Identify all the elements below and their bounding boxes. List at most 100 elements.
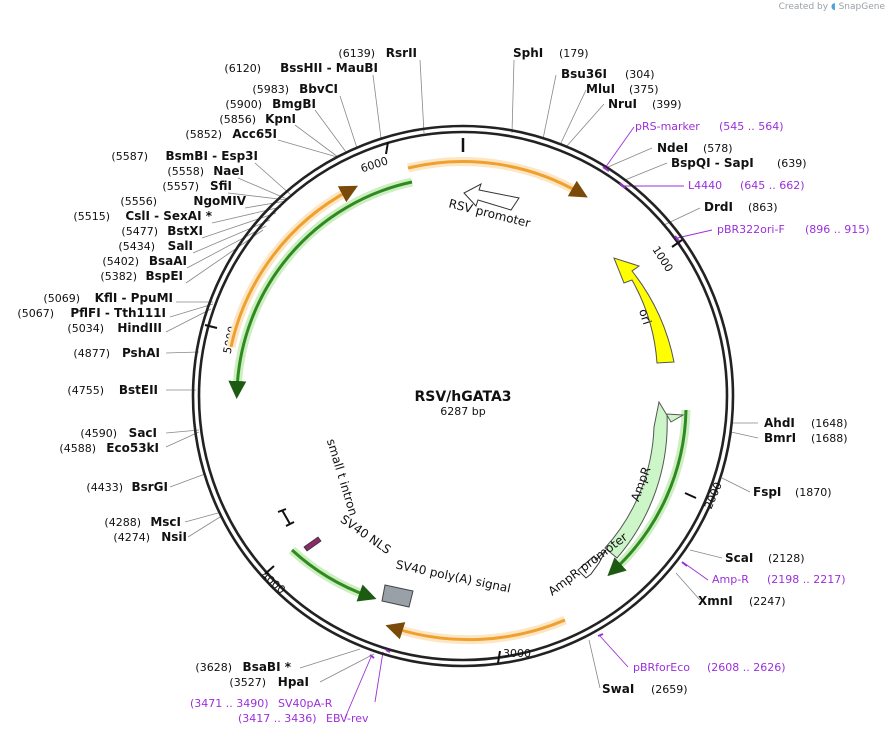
enzyme-label[interactable]: SacI	[129, 426, 157, 440]
primer-labels: pRS-marker (545 .. 564) L4440 (645 .. 66…	[190, 120, 870, 725]
enzyme-position: (5067)	[17, 307, 54, 320]
enzyme-position: (5515)	[73, 210, 110, 223]
enzyme-label[interactable]: PshAI	[122, 346, 160, 360]
enzyme-position: (4433)	[86, 481, 123, 494]
primer-marks	[369, 166, 688, 659]
enzyme-label[interactable]: ScaI	[725, 551, 753, 565]
enzyme-position: (5587)	[111, 150, 148, 163]
enzyme-label[interactable]: NruI	[608, 97, 637, 111]
enzyme-position: (304)	[625, 68, 655, 81]
green-arcs	[228, 177, 691, 602]
primer-label[interactable]: EBV-rev	[326, 712, 369, 725]
sv40-polya-feature	[381, 584, 414, 608]
enzyme-label[interactable]: DrdI	[704, 200, 733, 214]
enzyme-label[interactable]: KflI - PpuMI	[95, 291, 173, 305]
enzyme-position: (399)	[652, 98, 682, 111]
enzyme-label[interactable]: HindIII	[117, 321, 162, 335]
enzyme-label[interactable]: NaeI	[213, 164, 244, 178]
enzyme-position: (5477)	[121, 225, 158, 238]
enzyme-position: (4877)	[73, 347, 110, 360]
enzyme-label[interactable]: BstXI	[167, 224, 203, 238]
enzyme-position: (639)	[777, 157, 807, 170]
enzyme-label[interactable]: PflFI - Tth111I	[70, 306, 166, 320]
enzyme-position: (4755)	[67, 384, 104, 397]
enzyme-position: (4274)	[113, 531, 150, 544]
enzyme-position: (179)	[559, 47, 589, 60]
enzyme-label[interactable]: XmnI	[698, 594, 733, 608]
enzyme-position: (375)	[629, 83, 659, 96]
enzyme-label[interactable]: RsrII	[386, 46, 417, 60]
enzyme-label[interactable]: AhdI	[764, 416, 795, 430]
left-enzyme-labels: (6139) RsrII (6120) BssHII - MauBI (5983…	[17, 46, 417, 689]
primer-label[interactable]: pBR322ori-F	[717, 223, 785, 236]
enzyme-label[interactable]: CslI - SexAI *	[125, 209, 212, 223]
primer-label[interactable]: pBRforEco	[633, 661, 690, 674]
tick-2000: 2000	[702, 480, 725, 511]
enzyme-label[interactable]: NgoMIV	[193, 194, 246, 208]
enzyme-position: (5852)	[185, 128, 222, 141]
tick-3000: 3000	[503, 647, 531, 660]
enzyme-position: (5856)	[219, 113, 256, 126]
enzyme-label[interactable]: Acc65I	[232, 127, 277, 141]
enzyme-label[interactable]: Eco53kI	[106, 441, 159, 455]
enzyme-position: (3527)	[229, 676, 266, 689]
enzyme-position: (5382)	[100, 270, 137, 283]
enzyme-label[interactable]: BssHII - MauBI	[280, 61, 378, 75]
orange-arc-bottom	[385, 618, 566, 642]
orange-arc-left	[229, 185, 358, 348]
enzyme-label[interactable]: Bsu36I	[561, 67, 607, 81]
enzyme-label[interactable]: BmrI	[764, 431, 796, 445]
enzyme-label[interactable]: SalI	[168, 239, 193, 253]
enzyme-label[interactable]: NdeI	[657, 141, 688, 155]
enzyme-label[interactable]: FspI	[753, 485, 781, 499]
brand-prefix: Created by	[778, 2, 829, 12]
enzyme-position: (2128)	[768, 552, 805, 565]
enzyme-label[interactable]: BbvCI	[299, 82, 338, 96]
sv40-nls-label: SV40 NLS	[338, 512, 394, 557]
tick-1000: 1000	[649, 244, 675, 275]
plasmid-name: RSV/hGATA3	[414, 389, 511, 405]
rsv-promoter-arrow	[463, 182, 520, 211]
primer-position: (2608 .. 2626)	[707, 661, 786, 674]
primer-position: (2198 .. 2217)	[767, 573, 846, 586]
enzyme-position: (6120)	[224, 62, 261, 75]
enzyme-label[interactable]: SfiI	[210, 179, 232, 193]
enzyme-label[interactable]: MluI	[586, 82, 615, 96]
enzyme-label[interactable]: BstEII	[119, 383, 158, 397]
enzyme-position: (5034)	[67, 322, 104, 335]
enzyme-label[interactable]: BsaBI *	[243, 660, 292, 674]
enzyme-label[interactable]: BmgBI	[272, 97, 316, 111]
enzyme-label[interactable]: KpnI	[265, 112, 296, 126]
enzyme-position: (4590)	[80, 427, 117, 440]
enzyme-position: (5557)	[162, 180, 199, 193]
enzyme-position: (863)	[748, 201, 778, 214]
enzyme-position: (5402)	[102, 255, 139, 268]
enzyme-position: (2247)	[749, 595, 786, 608]
enzyme-label[interactable]: BspEI	[145, 269, 183, 283]
enzyme-label[interactable]: BsmBI - Esp3I	[166, 149, 258, 163]
enzyme-position: (5558)	[167, 165, 204, 178]
sv40-nls-feature	[303, 536, 322, 552]
enzyme-label[interactable]: BsaAI	[149, 254, 187, 268]
primer-label[interactable]: L4440	[688, 179, 722, 192]
primer-label[interactable]: pRS-marker	[635, 120, 700, 133]
enzyme-position: (5434)	[118, 240, 155, 253]
enzyme-label[interactable]: MscI	[150, 515, 181, 529]
primer-label[interactable]: SV40pA-R	[278, 697, 333, 710]
enzyme-position: (5900)	[225, 98, 262, 111]
enzyme-label[interactable]: SphI	[513, 46, 543, 60]
tick-6000: 6000	[359, 154, 390, 175]
enzyme-label[interactable]: BsrGI	[131, 480, 168, 494]
primer-position: (545 .. 564)	[719, 120, 784, 133]
backbone-inner	[197, 130, 729, 662]
snapgene-logo-icon: ◖	[830, 2, 836, 12]
primer-label[interactable]: Amp-R	[712, 573, 749, 586]
enzyme-label[interactable]: SwaI	[602, 682, 634, 696]
primer-position: (645 .. 662)	[740, 179, 805, 192]
enzyme-label[interactable]: HpaI	[278, 675, 309, 689]
brand-name: SnapGene	[838, 2, 885, 12]
enzyme-label[interactable]: BspQI - SapI	[671, 156, 754, 170]
enzyme-label[interactable]: NsiI	[161, 530, 187, 544]
plasmid-size: 6287 bp	[440, 405, 485, 418]
primer-position: (896 .. 915)	[805, 223, 870, 236]
